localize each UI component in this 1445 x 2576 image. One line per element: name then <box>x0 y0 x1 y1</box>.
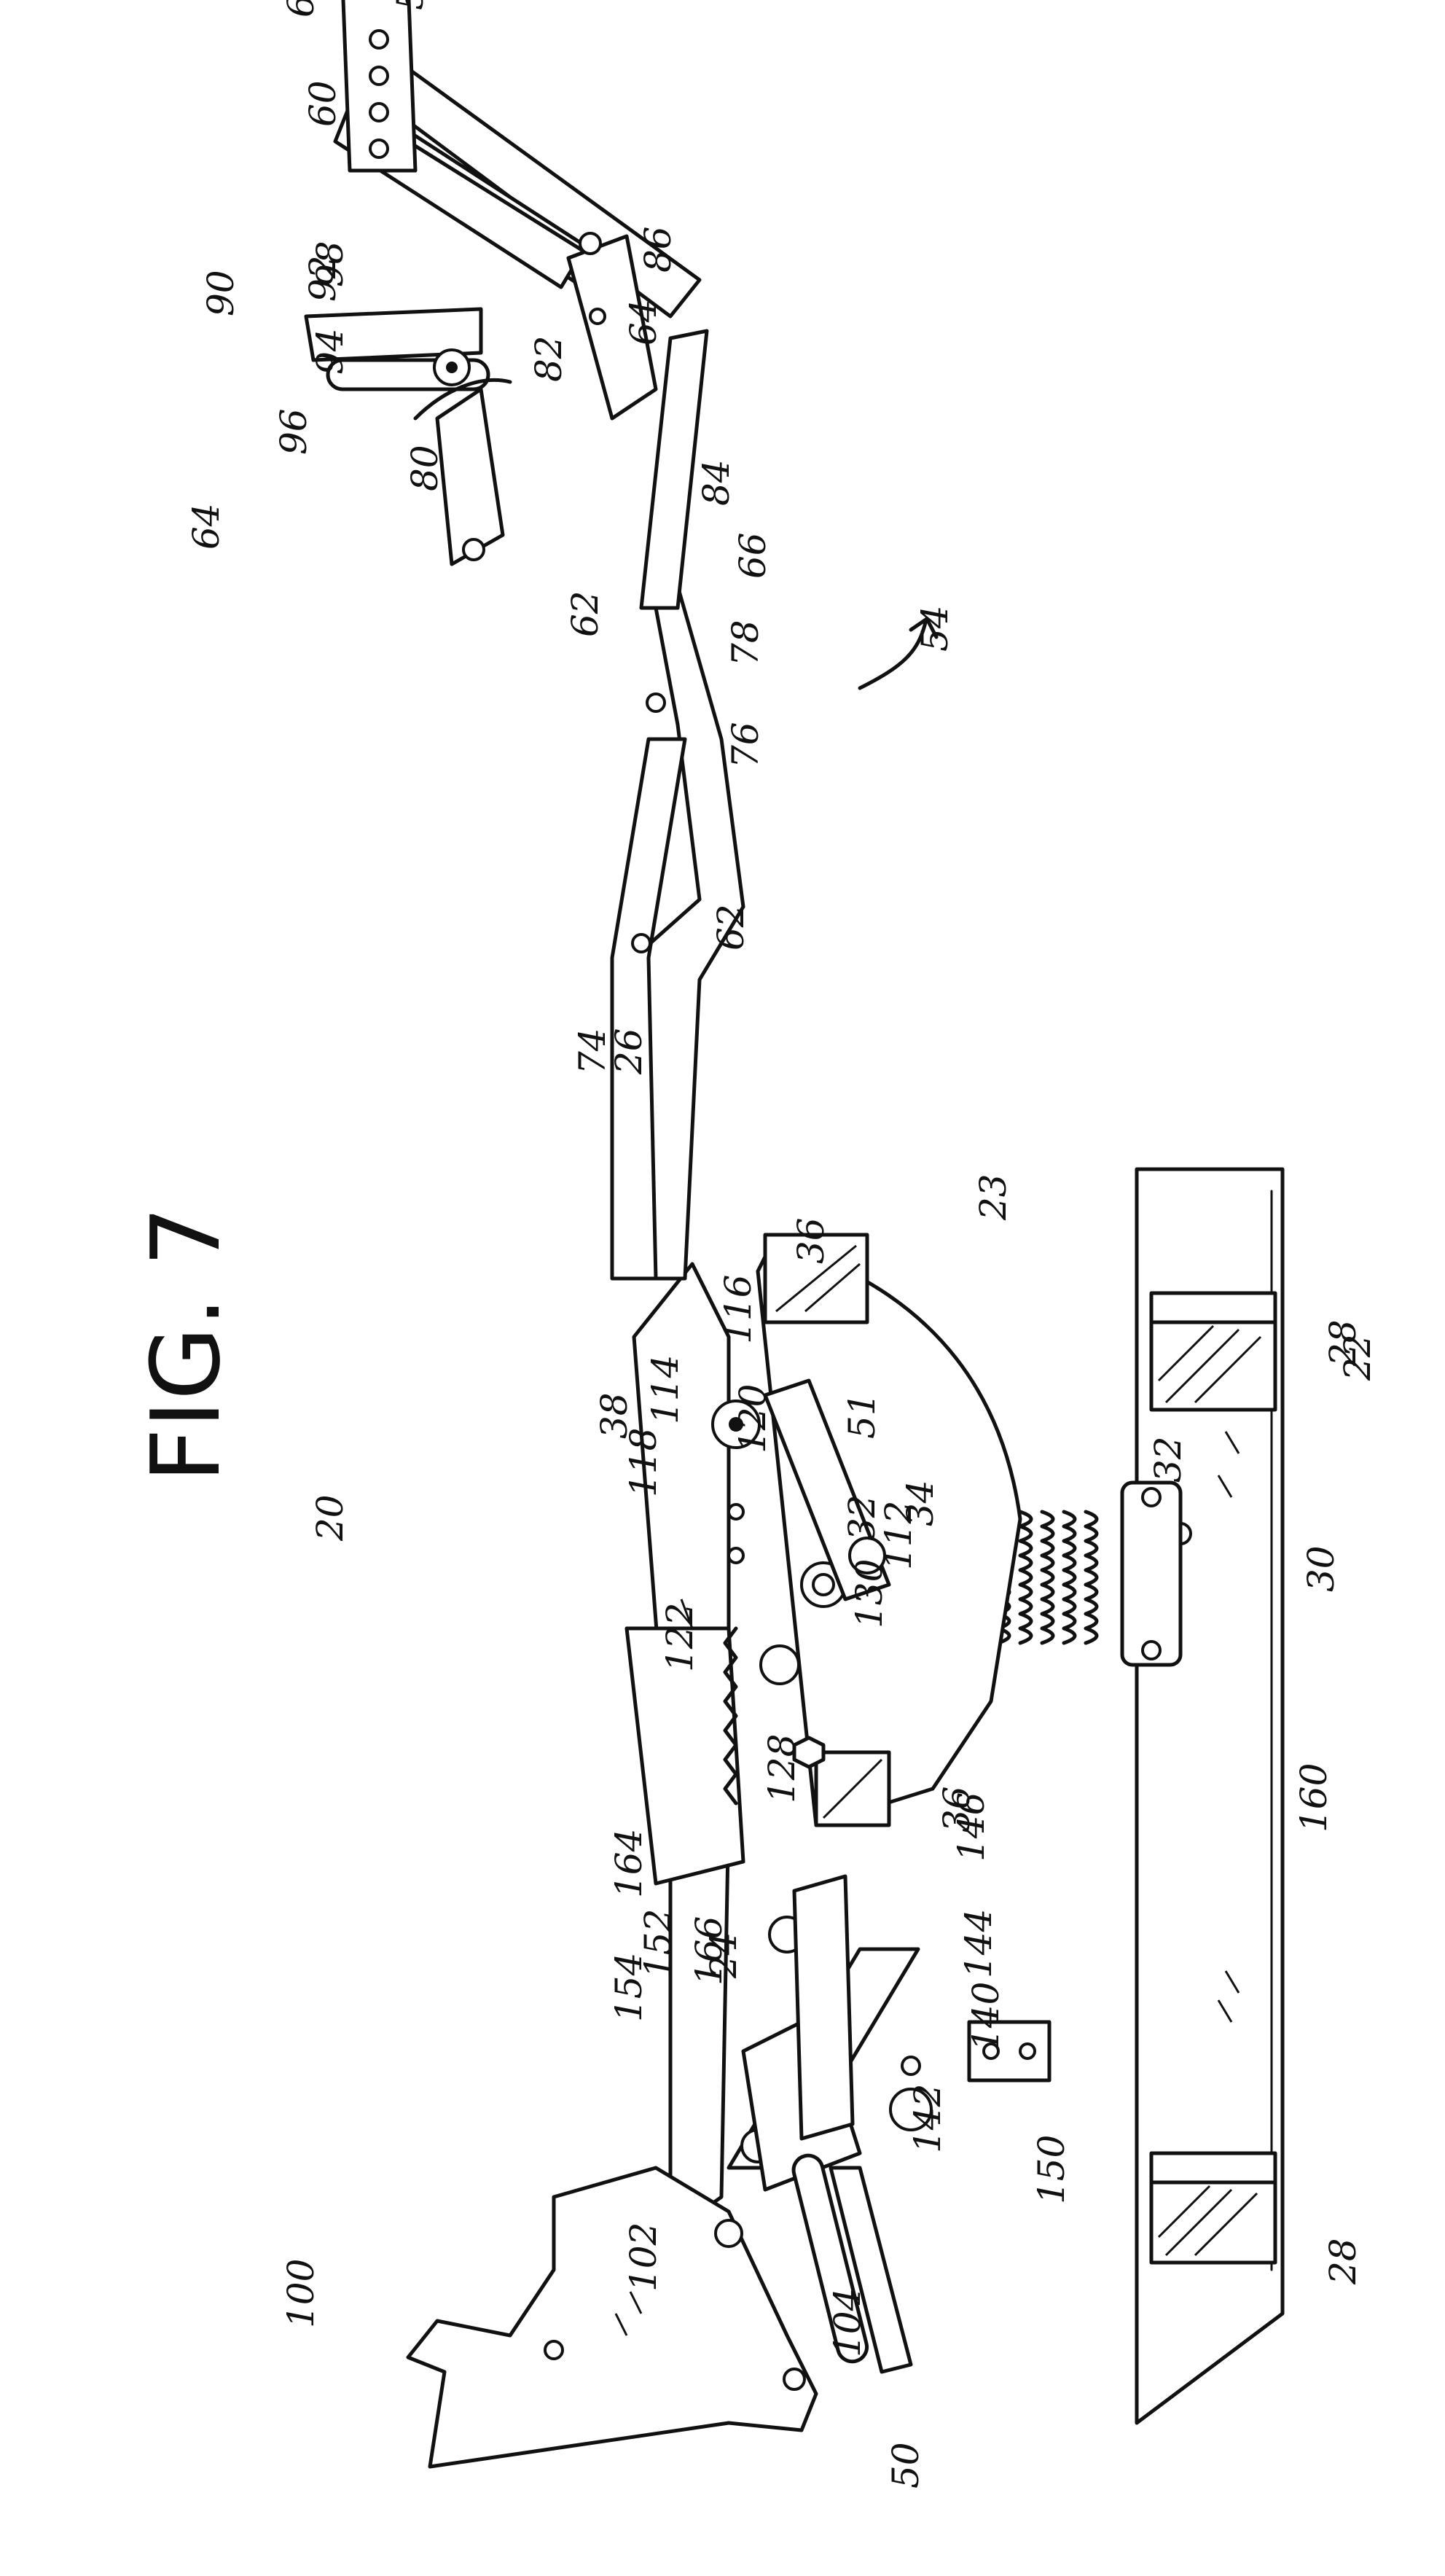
reference-numeral: 102 <box>622 2222 665 2292</box>
reference-numeral: 120 <box>732 1384 774 1453</box>
reference-numeral: 116 <box>717 1275 759 1344</box>
reference-numeral: 130 <box>848 1559 890 1628</box>
reference-numeral: 34 <box>899 1480 941 1526</box>
reference-numeral: 100 <box>280 2259 322 2328</box>
reference-numeral: 142 <box>906 2084 949 2153</box>
reference-numeral: 66 <box>732 532 774 579</box>
reference-numeral: 150 <box>1030 2135 1073 2204</box>
reference-numeral: 60 <box>302 80 344 127</box>
reference-numeral: 84 <box>695 459 737 506</box>
reference-numeral: 26 <box>608 1028 650 1075</box>
reference-numeral: 22 <box>1336 1334 1379 1381</box>
reference-numeral: 36 <box>936 1786 978 1833</box>
reference-numeral: 112 <box>877 1501 920 1570</box>
reference-numeral: 28 <box>1322 1319 1364 1367</box>
reference-numeral: 62 <box>710 904 752 951</box>
reference-numeral: 32 <box>1147 1436 1189 1483</box>
reference-numeral: 32 <box>841 1494 883 1541</box>
reference-numeral: 118 <box>622 1428 665 1497</box>
reference-numeral: 94 <box>309 328 351 375</box>
figure-title: FIG. 7 <box>130 1206 241 1483</box>
reference-numeral: 144 <box>958 1909 1000 1978</box>
reference-numeral: 166 <box>688 1916 730 1986</box>
reference-numeral: 114 <box>644 1355 686 1424</box>
reference-numeral: 54 <box>914 605 956 652</box>
reference-numeral: 90 <box>200 270 242 316</box>
seat-frame <box>756 1233 1022 1827</box>
reference-numeral: 38 <box>593 1392 635 1439</box>
reference-numeral: 96 <box>273 408 315 455</box>
reference-numeral: 24 <box>702 1932 745 1979</box>
pointer-arrow <box>413 378 512 421</box>
reference-numeral: 36 <box>790 1217 832 1264</box>
reference-numeral: 104 <box>826 2288 869 2357</box>
reference-numeral: 154 <box>608 1953 650 2022</box>
block-rear <box>1149 2151 1277 2265</box>
reference-numeral: 152 <box>637 1909 679 1978</box>
reference-numeral: 20 <box>309 1494 351 1542</box>
block-front <box>1149 1291 1277 1412</box>
reference-numeral: 50 <box>885 2442 927 2489</box>
rear-links <box>727 1874 1052 2192</box>
reference-numeral: 51 <box>841 1392 883 1439</box>
reference-numeral: 64 <box>622 299 665 346</box>
reference-numeral: 62 <box>564 590 606 637</box>
footrest-linkage <box>304 0 745 1281</box>
reference-numeral: 76 <box>724 722 767 768</box>
reference-numeral: 160 <box>1293 1763 1335 1833</box>
reference-numeral: 28 <box>1322 2238 1364 2285</box>
direction-arrow <box>858 620 928 690</box>
reference-numeral: 23 <box>972 1174 1014 1221</box>
reference-numeral: 30 <box>1300 1545 1342 1592</box>
reference-numeral: 58 <box>389 0 431 10</box>
upper-linkage <box>624 1378 891 1886</box>
reference-numeral: 146 <box>950 1792 992 1862</box>
reference-numeral: 78 <box>724 620 767 666</box>
reference-numeral: 92 <box>302 255 344 302</box>
reference-labels: 20 22 23 24 26 28 28 30 32 32 34 36 36 38 50 51 54 58 60 62… <box>185 0 1379 2489</box>
reference-numeral: 68 <box>280 0 322 17</box>
reference-numeral: 82 <box>528 335 570 382</box>
direction-arrow-head <box>909 617 939 639</box>
reference-numeral: 64 <box>185 503 227 550</box>
reference-numeral: 128 <box>761 1734 803 1803</box>
reference-numeral: 86 <box>637 226 679 273</box>
reference-numeral: 164 <box>608 1829 650 1898</box>
reference-numeral: 80 <box>404 445 446 491</box>
reference-numeral: 140 <box>965 1982 1007 2051</box>
reference-numeral: 74 <box>571 1028 614 1074</box>
reference-numeral: 98 <box>309 241 351 287</box>
reference-numeral: 122 <box>659 1603 701 1672</box>
back-bracket <box>406 2153 913 2469</box>
